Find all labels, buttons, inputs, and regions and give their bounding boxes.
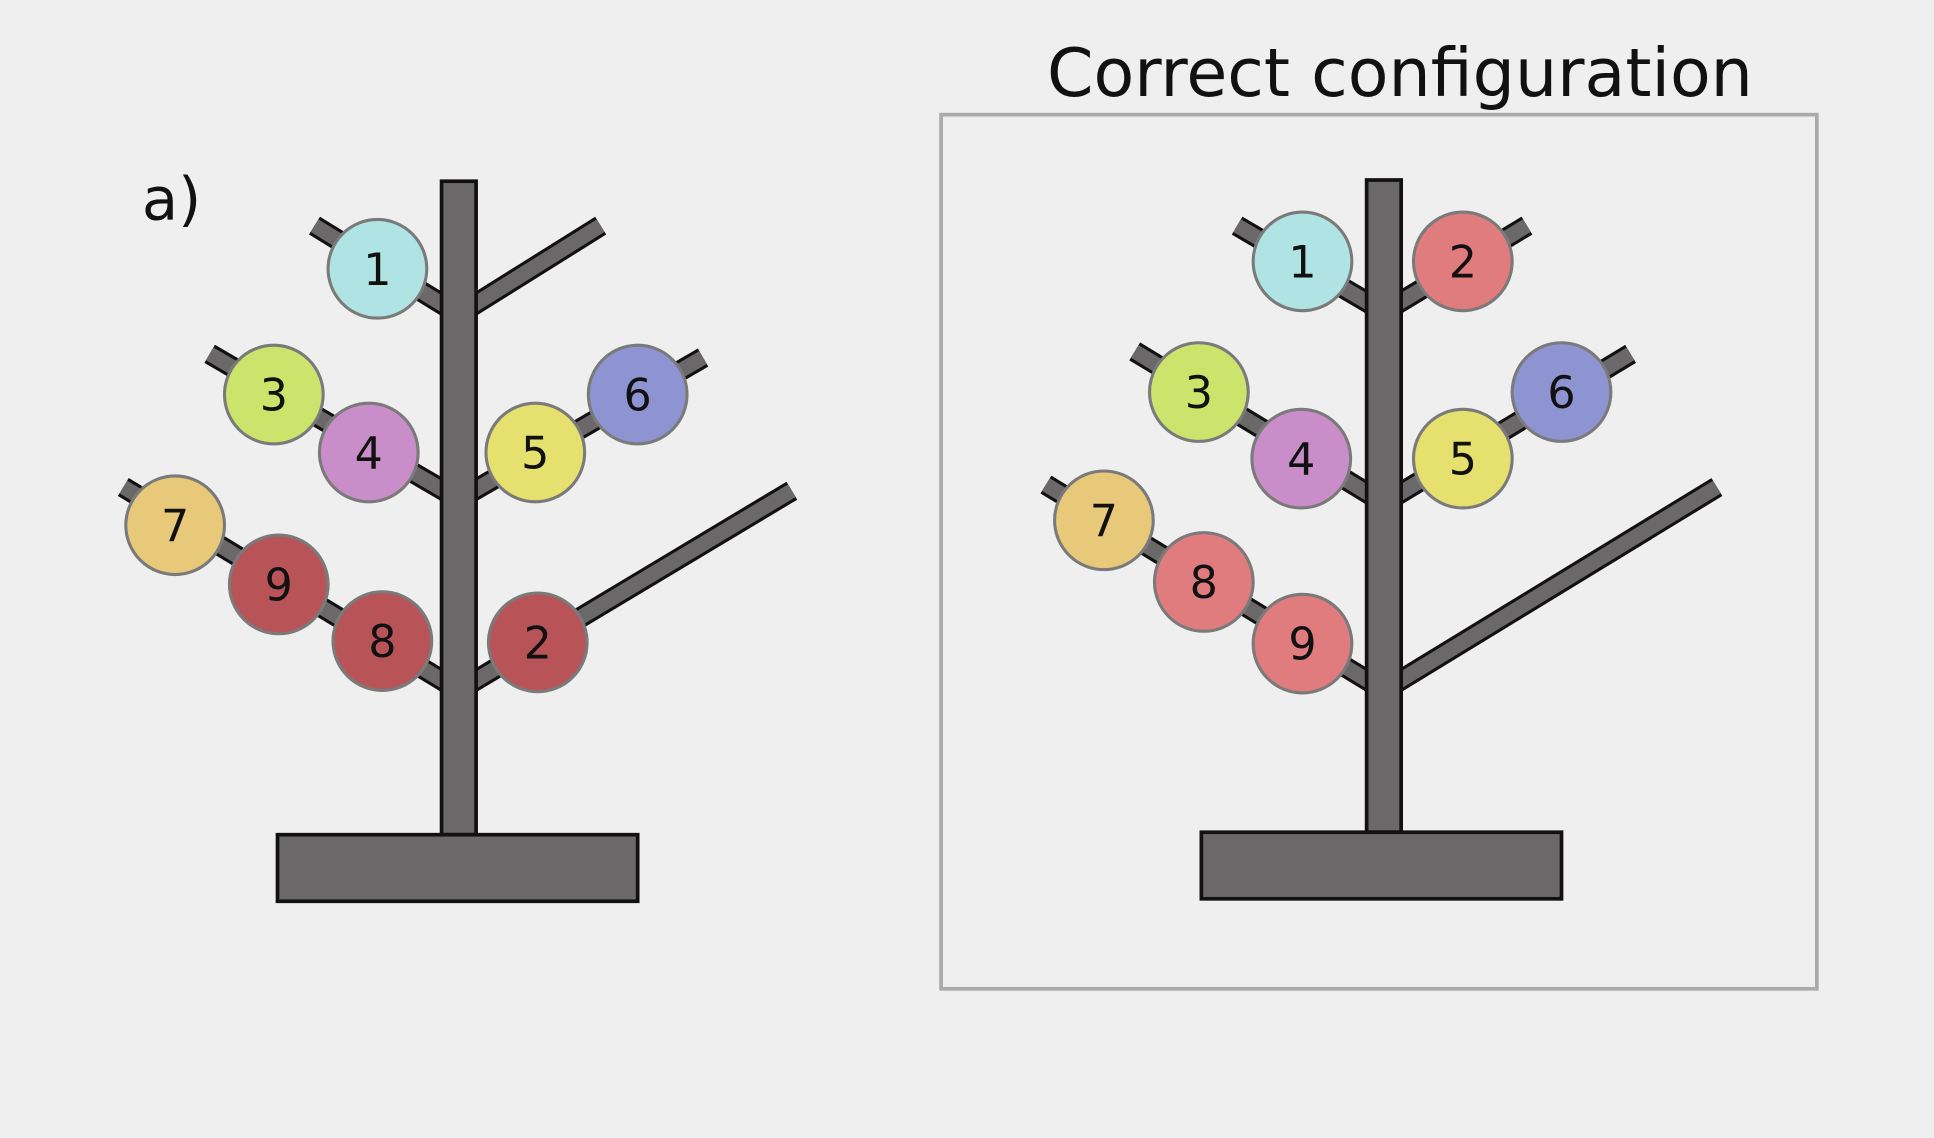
ornament-ball[interactable] [1510, 341, 1613, 443]
ornament-5[interactable]: 5 [484, 401, 587, 504]
ornament-number: 5 [521, 429, 549, 480]
ornament-1[interactable]: 1 [326, 217, 429, 320]
ornament-ball[interactable] [124, 474, 227, 577]
ornament-number: 8 [1190, 558, 1218, 609]
ornament-ball[interactable] [222, 343, 325, 446]
right-tree: 1 2 3 4 5 6 7 8 9 [1040, 178, 1723, 901]
ornament-4[interactable]: 4 [317, 401, 420, 504]
ornament-ball[interactable] [486, 591, 589, 694]
tree-base [1199, 830, 1564, 901]
ornament-ball[interactable] [586, 343, 689, 446]
ornament-number: 7 [1090, 496, 1118, 547]
ornament-number: 9 [265, 560, 293, 611]
ornament-number: 4 [1287, 435, 1315, 486]
tree-base [275, 832, 640, 904]
ornament-number: 3 [260, 371, 288, 422]
trunk [1364, 178, 1404, 835]
ornament-8[interactable]: 8 [331, 590, 434, 692]
ornament-ball[interactable] [1053, 469, 1155, 572]
ornament-ball[interactable] [326, 217, 429, 320]
branch [1380, 480, 1721, 697]
ornament-number: 8 [368, 617, 396, 668]
left-tree: 1 3 4 5 6 7 9 8 2 [117, 179, 798, 904]
ornament-2[interactable]: 2 [1411, 210, 1514, 313]
ornament-7[interactable]: 7 [124, 474, 227, 577]
ornament-number: 3 [1185, 368, 1213, 419]
ornament-number: 4 [355, 429, 383, 480]
ornament-6[interactable]: 6 [586, 343, 689, 446]
ornament-number: 1 [1288, 237, 1316, 288]
ornament-8[interactable]: 8 [1152, 531, 1255, 633]
ornament-ball[interactable] [1250, 407, 1353, 510]
ornament-ball[interactable] [227, 533, 330, 636]
ornament-2[interactable]: 2 [486, 591, 589, 694]
ornament-number: 5 [1449, 435, 1477, 486]
ornament-9[interactable]: 9 [227, 533, 330, 636]
ornament-4[interactable]: 4 [1250, 407, 1353, 510]
ornament-5[interactable]: 5 [1411, 407, 1514, 510]
ornament-number: 6 [624, 371, 652, 422]
ornament-3[interactable]: 3 [222, 343, 325, 446]
ornament-6[interactable]: 6 [1510, 341, 1613, 443]
trunk [439, 179, 478, 837]
ornament-7[interactable]: 7 [1053, 469, 1155, 572]
branch [454, 219, 605, 321]
ornament-number: 6 [1547, 368, 1575, 419]
ornament-ball[interactable] [1251, 210, 1354, 313]
ornament-1[interactable]: 1 [1251, 210, 1354, 313]
ornament-number: 9 [1288, 620, 1316, 671]
ornament-ball[interactable] [331, 590, 434, 692]
ornament-ball[interactable] [1411, 407, 1514, 510]
ornament-number: 1 [363, 245, 391, 296]
ornament-ball[interactable] [1251, 592, 1354, 695]
ornament-ball[interactable] [484, 401, 587, 504]
correct-configuration-frame [939, 112, 1819, 991]
ornament-number: 2 [1449, 237, 1477, 288]
ornament-number: 7 [161, 501, 189, 552]
ornament-9[interactable]: 9 [1251, 592, 1354, 695]
ornament-ball[interactable] [317, 401, 420, 504]
ornament-number: 2 [524, 618, 552, 669]
ornament-ball[interactable] [1411, 210, 1514, 313]
panel-label: a) [142, 164, 201, 233]
right-panel-title: Correct configuration [1047, 34, 1753, 112]
ornament-ball[interactable] [1152, 531, 1255, 633]
ornament-3[interactable]: 3 [1148, 341, 1250, 443]
ornament-ball[interactable] [1148, 341, 1250, 443]
